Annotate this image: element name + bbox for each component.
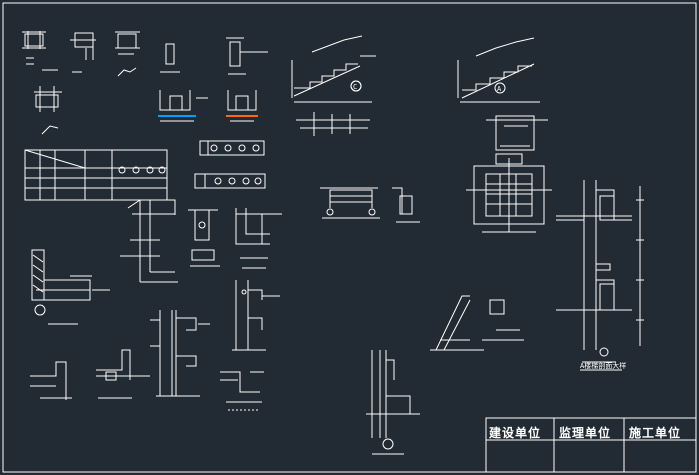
stair-a-label: A [497,85,502,93]
stair-landing-detail [220,371,264,411]
footing-sections [158,90,258,122]
column-elevation-bottom [366,350,420,455]
stair-c-label: C [353,83,357,91]
stair-section-c [291,35,376,136]
foundation-plan-grid [466,153,552,233]
column-elevation-right [232,280,280,351]
rebar-schedule-table [24,149,168,201]
column-elevation-centre [150,310,210,397]
beam-joint-detail [235,208,282,269]
pile-circle-rows [194,140,266,189]
title-block-supervisor: 监理单位 [559,426,612,440]
stair-beam-detail-mid [320,187,420,223]
title-block [485,417,697,473]
title-block-contractor: 施工单位 [629,426,682,440]
stair-section-title: A楼梯剖面大样 [580,361,626,370]
beam-details-topleft [22,31,268,135]
lower-left-joints [30,349,150,400]
stair-section-a-elevation [556,180,644,363]
wall-footing-section [31,249,110,325]
detail-marker-c [350,80,362,92]
title-block-client: 建设单位 [489,426,542,440]
stair-section-a [457,37,548,151]
ramp-detail [430,295,524,351]
column-elevation-left [120,199,178,283]
column-section-small [188,209,220,267]
